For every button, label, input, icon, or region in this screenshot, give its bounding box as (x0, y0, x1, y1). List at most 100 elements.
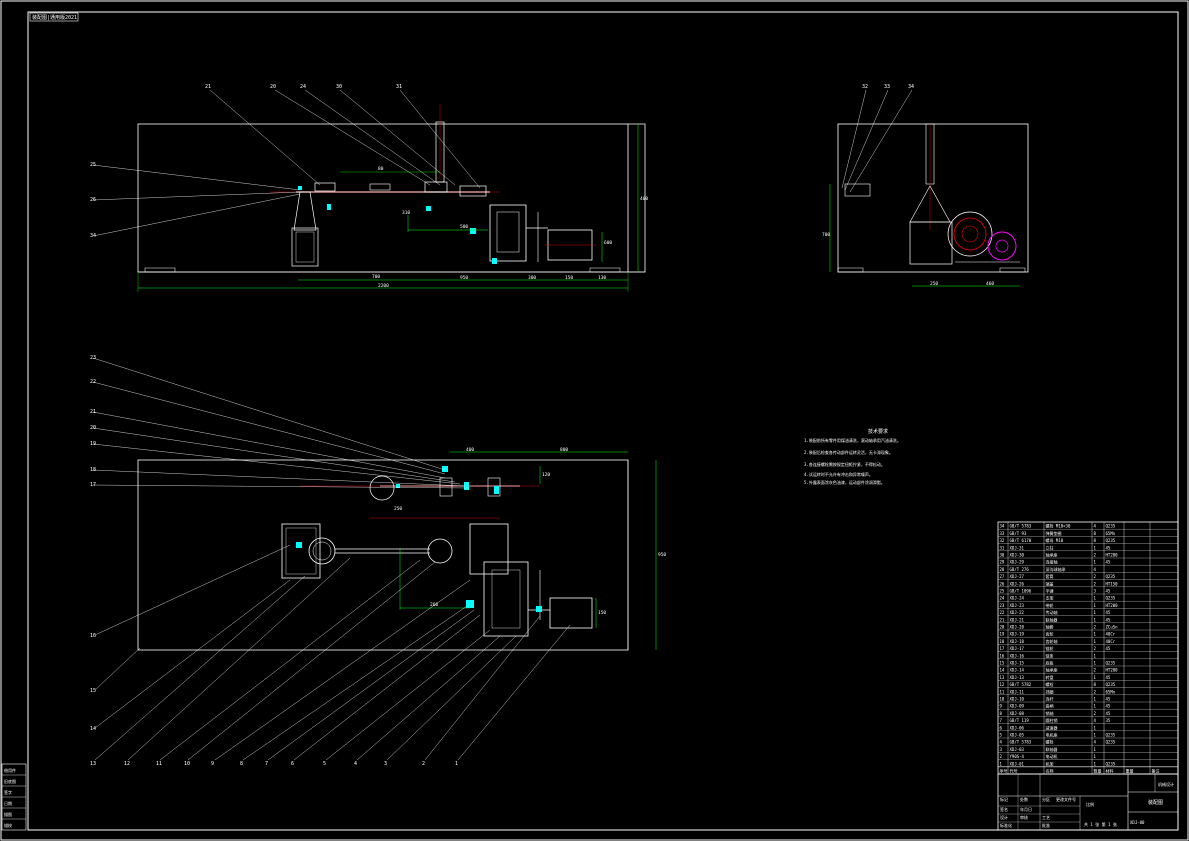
parts-cell-code: XDJ-18 (1010, 639, 1025, 644)
parts-cell-qty: 1 (1094, 610, 1097, 615)
parts-cell-code: GB/T 6170 (1010, 538, 1032, 543)
parts-cell-mat: ZCuSn (1106, 625, 1119, 630)
leader-label: 23 (90, 355, 96, 361)
parts-cell-code: XDJ-14 (1010, 668, 1025, 673)
parts-cell-code: XDJ-08 (1010, 711, 1025, 716)
parts-cell-mat: 35 (1106, 718, 1111, 723)
parts-cell-no: 10 (1000, 697, 1005, 702)
parts-header-code: 代号 (1010, 768, 1018, 774)
parts-cell-name: 立柱 (1046, 544, 1054, 550)
parts-cell-code: XDJ-10 (1010, 697, 1025, 702)
corner-stamp: 装配图|通用版2021 (29, 12, 79, 22)
parts-cell-no: 13 (1000, 675, 1005, 680)
strip-cell: 借用件 (4, 767, 16, 773)
parts-cell-no: 29 (1000, 560, 1005, 565)
parts-cell-no: 28 (1000, 567, 1005, 572)
parts-cell-no: 1 (1000, 761, 1003, 766)
strip-cell: 旧底图 (4, 778, 16, 784)
parts-cell-code: XDJ-11 (1010, 689, 1025, 694)
parts-cell-name: 带轮 (1046, 602, 1054, 608)
parts-cell-mat: Q235 (1106, 733, 1116, 738)
strip-cell: 描图 (4, 811, 12, 817)
parts-cell-name: 端盖 (1046, 580, 1054, 586)
parts-cell-code: GB/T 5783 (1010, 740, 1032, 745)
parts-cell-name: 螺栓 (1046, 681, 1054, 687)
parts-cell-code: GB/T 93 (1010, 531, 1027, 536)
parts-cell-qty: 1 (1094, 754, 1097, 759)
leader-label: 30 (336, 84, 342, 90)
parts-cell-mat: Q235 (1106, 574, 1116, 579)
parts-cell-no: 22 (1000, 610, 1005, 615)
parts-cell-mat: 45 (1106, 560, 1111, 565)
parts-cell-code: XDJ-19 (1010, 632, 1025, 637)
front-dim-10: 500 (460, 224, 468, 230)
parts-cell-code: XDJ-06 (1010, 725, 1025, 730)
strip-cell: 日期 (4, 800, 12, 806)
plan-bearing-right (469, 523, 509, 575)
parts-cell-no: 30 (1000, 553, 1005, 558)
parts-cell-name: 平键 (1046, 588, 1054, 594)
title-block-label: 标准化 (1000, 822, 1012, 828)
tech-notes-title: 技术要求 (868, 428, 888, 435)
tech-note-line: 3.各连接螺栓需按规定扭矩拧紧，不得松动。 (804, 461, 885, 467)
parts-cell-no: 23 (1000, 603, 1005, 608)
parts-cell-mat: Q235 (1106, 682, 1116, 687)
corner-stamp-text: 装配图|通用版2021 (32, 14, 77, 21)
parts-cell-qty: 1 (1094, 653, 1097, 658)
parts-cell-no: 6 (1000, 725, 1003, 730)
plan-motor (549, 597, 593, 629)
parts-cell-name: 螺栓 (1046, 739, 1054, 745)
side-view: 250 460 700 32 33 34 (822, 84, 1029, 287)
parts-cell-no: 17 (1000, 646, 1005, 651)
tech-note-line: 1.装配前所有零件用煤油清洗，滚动轴承用汽油清洗。 (804, 437, 901, 443)
parts-cell-code: XDJ-26 (1010, 581, 1025, 586)
front-view: 2200 950 400 300 700 150 130 600 310 80 … (90, 84, 648, 292)
title-block: 装配图 XDJ-00 共 1 张 第 1 张 比例 机械设计 标记 处数 分区 … (997, 773, 1179, 831)
leader-label: 9 (211, 761, 214, 767)
leader-label: 19 (90, 441, 96, 447)
parts-cell-qty: 1 (1094, 747, 1097, 752)
parts-cell-qty: 1 (1094, 545, 1097, 550)
parts-cell-code: GB/T 119 (1010, 718, 1030, 723)
parts-cell-qty: 1 (1094, 596, 1097, 601)
parts-cell-name: 螺栓 M10×30 (1046, 523, 1071, 529)
parts-cell-no: 27 (1000, 574, 1005, 579)
parts-cell-name: 支架 (1046, 595, 1054, 601)
parts-cell-name: 轴套 (1046, 624, 1054, 630)
tech-note-line: 2.装配后检查各传动部件运转灵活，无卡滞现象。 (804, 449, 893, 455)
parts-cell-no: 18 (1000, 639, 1005, 644)
parts-cell-name: 圆柱销 (1046, 717, 1058, 723)
left-stamp-strip: 借用件 旧底图 签字 日期 描图 描校 (1, 763, 27, 831)
title-block-label: 更改文件号 (1056, 796, 1076, 802)
parts-cell-name: 螺母 M10 (1046, 537, 1064, 543)
drawing-number: XDJ-00 (1130, 820, 1145, 825)
parts-cell-name: 转盘 (1046, 674, 1054, 680)
parts-cell-qty: 1 (1094, 639, 1097, 644)
parts-cell-qty: 3 (1094, 589, 1097, 594)
parts-cell-code: XDJ-24 (1010, 596, 1025, 601)
parts-cell-code: XDJ-16 (1010, 653, 1025, 658)
parts-cell-qty: 1 (1094, 603, 1097, 608)
parts-cell-name: 连接轴 (1046, 559, 1058, 565)
parts-cell-qty: 8 (1094, 538, 1097, 543)
front-dim-6: 130 (598, 275, 606, 281)
parts-cell-qty: 4 (1094, 524, 1097, 529)
parts-header-no: 序号 (1000, 768, 1008, 774)
parts-cell-code: GB/T 5783 (1010, 524, 1032, 529)
parts-cell-code: XDJ-05 (1010, 733, 1025, 738)
parts-cell-name: 销轴 (1046, 710, 1054, 716)
parts-cell-no: 14 (1000, 668, 1005, 673)
parts-cell-no: 9 (1000, 704, 1003, 709)
leader-label: 16 (90, 633, 96, 639)
parts-cell-code: GB/T 276 (1010, 567, 1030, 572)
plan-dim-1: 800 (560, 447, 568, 453)
parts-cell-mat: 40Cr (1106, 639, 1116, 644)
parts-cell-name: 轴承座 (1046, 667, 1058, 673)
title-block-label: 签名 (1000, 806, 1008, 812)
parts-cell-mat: 45 (1106, 589, 1111, 594)
leader-label: 10 (184, 761, 190, 767)
parts-cell-qty: 1 (1094, 704, 1097, 709)
leader-label: 26 (90, 197, 96, 203)
parts-cell-code: XDJ-23 (1010, 603, 1025, 608)
